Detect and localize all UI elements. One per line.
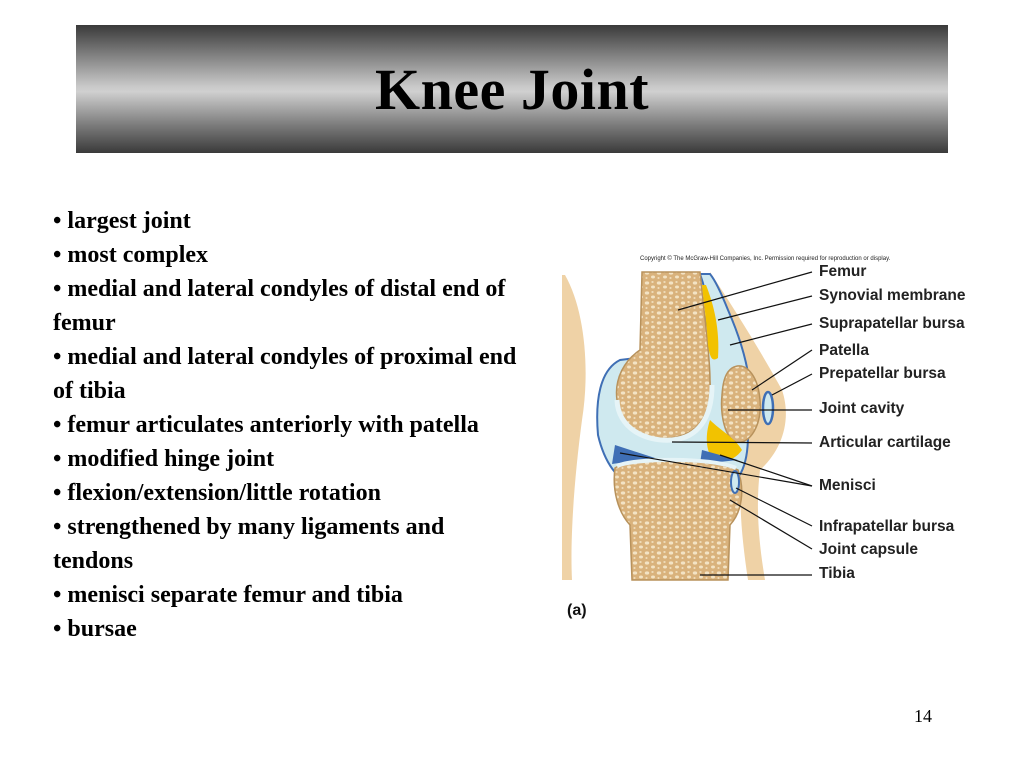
label-joint-cavity: Joint cavity <box>819 400 905 417</box>
label-synovial-membrane: Synovial membrane <box>819 287 966 304</box>
bullet-item: • largest joint <box>53 208 191 234</box>
label-menisci: Menisci <box>819 477 876 494</box>
label-femur: Femur <box>819 263 867 280</box>
posterior-soft-tissue <box>562 275 586 580</box>
bullet-item: • medial and lateral condyles of proxima… <box>53 344 517 404</box>
patella-bone <box>720 365 761 443</box>
panel-label: (a) <box>567 602 587 619</box>
copyright-notice: Copyright © The McGraw-Hill Companies, I… <box>640 256 891 262</box>
slide-title: Knee Joint <box>374 56 650 122</box>
suprapatellar-fat-pad <box>702 285 719 360</box>
bullet-item: • femur articulates anteriorly with pate… <box>53 412 479 438</box>
label-joint-capsule: Joint capsule <box>819 541 919 558</box>
bullet-item: • menisci separate femur and tibia <box>53 582 403 608</box>
label-articular-cartilage: Articular cartilage <box>819 434 951 451</box>
title-bar: Knee Joint <box>76 25 948 153</box>
knee-anatomy-figure: Copyright © The McGraw-Hill Companies, I… <box>560 250 1010 630</box>
prepatellar-bursa <box>761 390 775 426</box>
bullet-item: • modified hinge joint <box>53 446 275 472</box>
label-patella: Patella <box>819 342 869 359</box>
bullet-item: • flexion/extension/little rotation <box>53 480 381 506</box>
infrapatellar-bursa <box>730 470 740 494</box>
femur-bone <box>615 271 711 439</box>
page-number: 14 <box>914 706 932 726</box>
label-suprapatellar-bursa: Suprapatellar bursa <box>819 315 965 332</box>
leader-lines <box>619 271 813 576</box>
bullet-item: • most complex <box>53 242 209 268</box>
bullet-item: • bursae <box>53 616 137 642</box>
label-tibia: Tibia <box>819 565 855 582</box>
femur-cartilage <box>614 384 715 443</box>
label-infrapatellar-bursa: Infrapatellar bursa <box>819 518 955 535</box>
bullet-item: • strengthened by many ligaments and ten… <box>53 514 445 574</box>
infrapatellar-fat-pad <box>706 420 742 461</box>
knee-diagram <box>562 271 813 581</box>
bullet-item: • medial and lateral condyles of distal … <box>53 276 506 336</box>
label-prepatellar-bursa: Prepatellar bursa <box>819 365 946 382</box>
bullet-list: • largest joint • most complex • medial … <box>53 204 523 646</box>
tibia-bone <box>613 460 743 581</box>
tibia-cartilage <box>616 457 737 470</box>
